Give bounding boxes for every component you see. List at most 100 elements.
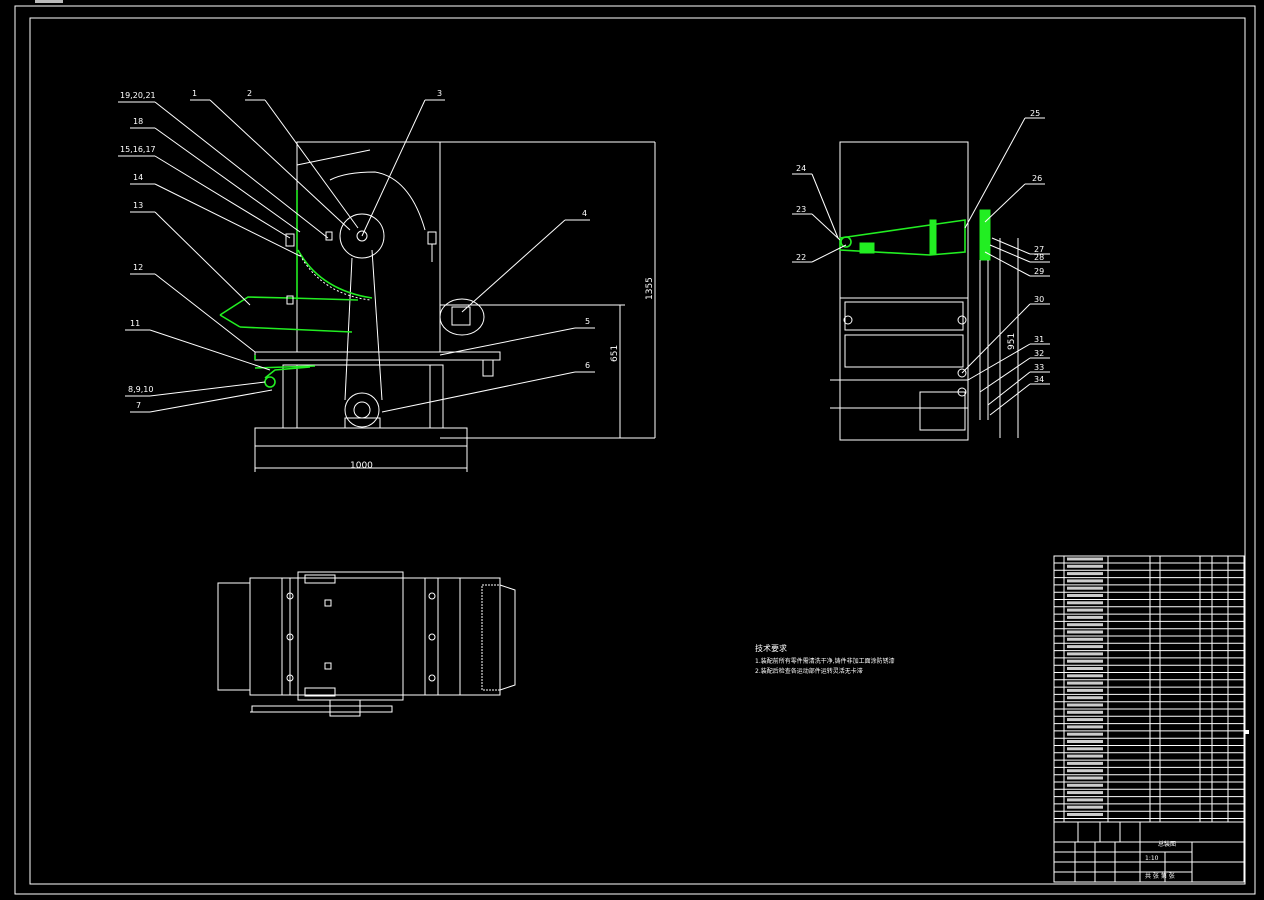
parts-list-cell-text	[1067, 761, 1103, 765]
parts-list-cell-text	[1067, 667, 1103, 670]
drawing-name: 总装图	[1158, 840, 1176, 848]
balloon-3: 3	[437, 89, 442, 98]
dim-mid-text: 651	[610, 345, 620, 362]
parts-list-cell-text	[1067, 637, 1103, 641]
sheet-info: 共 张 第 张	[1145, 872, 1175, 880]
scale: 1:10	[1145, 855, 1159, 862]
parts-list-cell-text	[1067, 718, 1103, 722]
parts-list-cell-text	[1067, 696, 1103, 700]
parts-list-cell-text	[1067, 652, 1103, 656]
parts-list-cell-text	[1067, 769, 1103, 773]
front-view: 1000 1355 651 19,20,21 1 2 3 18 15,16,17…	[118, 89, 656, 472]
balloon-1: 1	[192, 89, 197, 98]
parts-list	[1053, 555, 1245, 823]
green-screen-arc	[297, 249, 373, 299]
side-leaders	[792, 117, 1050, 416]
dim-height-text: 1355	[645, 277, 655, 300]
front-leaders	[118, 99, 595, 413]
top-view	[217, 571, 516, 717]
parts-list-cell-text	[1067, 615, 1103, 619]
drive-wheel	[339, 213, 385, 259]
inner-border	[29, 17, 1246, 885]
balloon-11: 11	[130, 319, 140, 328]
balloon-31: 31	[1034, 335, 1044, 344]
outer-border	[14, 5, 1256, 895]
motor	[439, 298, 485, 336]
parts-list-cell-text	[1067, 791, 1103, 795]
parts-list-cell-text	[1067, 623, 1103, 627]
parts-list-cell-text	[1067, 674, 1103, 678]
balloon-13: 13	[133, 201, 143, 210]
parts-list-cell-text	[1067, 688, 1103, 692]
notes-line1: 1.装配前所有零件需清洗干净,铸件非加工面涂防锈漆	[755, 657, 895, 665]
balloon-27: 27	[1034, 245, 1044, 254]
parts-list-cell-text	[1067, 747, 1103, 751]
balloon-8-9-10: 8,9,10	[128, 385, 153, 394]
table	[254, 351, 501, 361]
title-block: 总装图 1:10 共 张 第 张	[1053, 821, 1245, 883]
parts-list-cell-text	[1067, 703, 1103, 707]
side-motor	[919, 391, 966, 431]
parts-list-cell-text	[1067, 564, 1103, 568]
balloon-12: 12	[133, 263, 143, 272]
side-housing	[839, 141, 969, 441]
parts-list-cell-text	[1067, 798, 1103, 802]
balloon-15-16-17: 15,16,17	[120, 145, 156, 154]
balloon-6: 6	[585, 361, 590, 370]
balloon-4: 4	[582, 209, 587, 218]
parts-list-cell-text	[1067, 645, 1103, 649]
parts-list-cell-text	[1067, 586, 1103, 590]
notes-line2: 2.装配后检查各运动部件运转灵活无卡滞	[755, 667, 863, 675]
balloon-2: 2	[247, 89, 252, 98]
balloon-30: 30	[1034, 295, 1044, 304]
parts-list-cell-text	[1067, 710, 1103, 714]
parts-list-cell-text	[1067, 776, 1103, 780]
green-shaft	[839, 219, 966, 256]
belt-right	[371, 249, 383, 401]
parts-list-cell-text	[1067, 579, 1103, 583]
balloon-23: 23	[796, 205, 806, 214]
motor-pulley	[344, 392, 380, 428]
dim-width-text: 1000	[350, 461, 373, 471]
balloon-5: 5	[585, 317, 590, 326]
top-hopper	[217, 582, 251, 691]
parts-list-cell-text	[1067, 630, 1103, 634]
parts-list-cell-text	[1067, 608, 1103, 612]
base-plate	[254, 427, 468, 447]
balloon-28: 28	[1034, 253, 1044, 262]
balloon-25: 25	[1030, 109, 1040, 118]
balloon-18: 18	[133, 117, 143, 126]
parts-list-cell-text	[1067, 783, 1103, 787]
parts-list-cell-text	[1067, 732, 1103, 736]
green-hopper	[219, 296, 359, 316]
parts-list-cell-text	[1067, 601, 1103, 605]
parts-list-cell-text	[1067, 594, 1103, 597]
parts-list-cell-text	[1067, 572, 1103, 576]
balloon-19-20-21: 19,20,21	[120, 91, 156, 100]
balloon-26: 26	[1032, 174, 1042, 183]
balloon-34: 34	[1034, 375, 1044, 384]
top-tab-marker	[35, 0, 63, 3]
parts-list-cell-text	[1067, 557, 1103, 561]
parts-list-cell-text	[1067, 659, 1103, 663]
parts-list-cell-text	[1067, 740, 1103, 743]
belt-left	[344, 257, 353, 401]
lower-frame	[282, 364, 444, 429]
side-view: 951 25 24 26 23 27 28 22 29 30 31 32 33 …	[792, 109, 1050, 441]
parts-list-cell-text	[1067, 754, 1103, 758]
balloon-7: 7	[136, 401, 141, 410]
balloon-24: 24	[796, 164, 806, 173]
parts-list-cell-text	[1067, 805, 1103, 809]
technical-notes: 技术要求 1.装配前所有零件需清洗干净,铸件非加工面涂防锈漆 2.装配后检查各运…	[755, 643, 895, 675]
balloon-33: 33	[1034, 363, 1044, 372]
parts-list-cell-text	[1067, 813, 1103, 816]
parts-list-cell-text	[1067, 681, 1103, 685]
side-dim-text: 951	[1007, 333, 1017, 350]
balloon-14: 14	[133, 173, 143, 182]
balloon-32: 32	[1034, 349, 1044, 358]
notes-title: 技术要求	[755, 643, 787, 653]
balloon-22: 22	[796, 253, 806, 262]
parts-list-cell-text	[1067, 725, 1103, 729]
